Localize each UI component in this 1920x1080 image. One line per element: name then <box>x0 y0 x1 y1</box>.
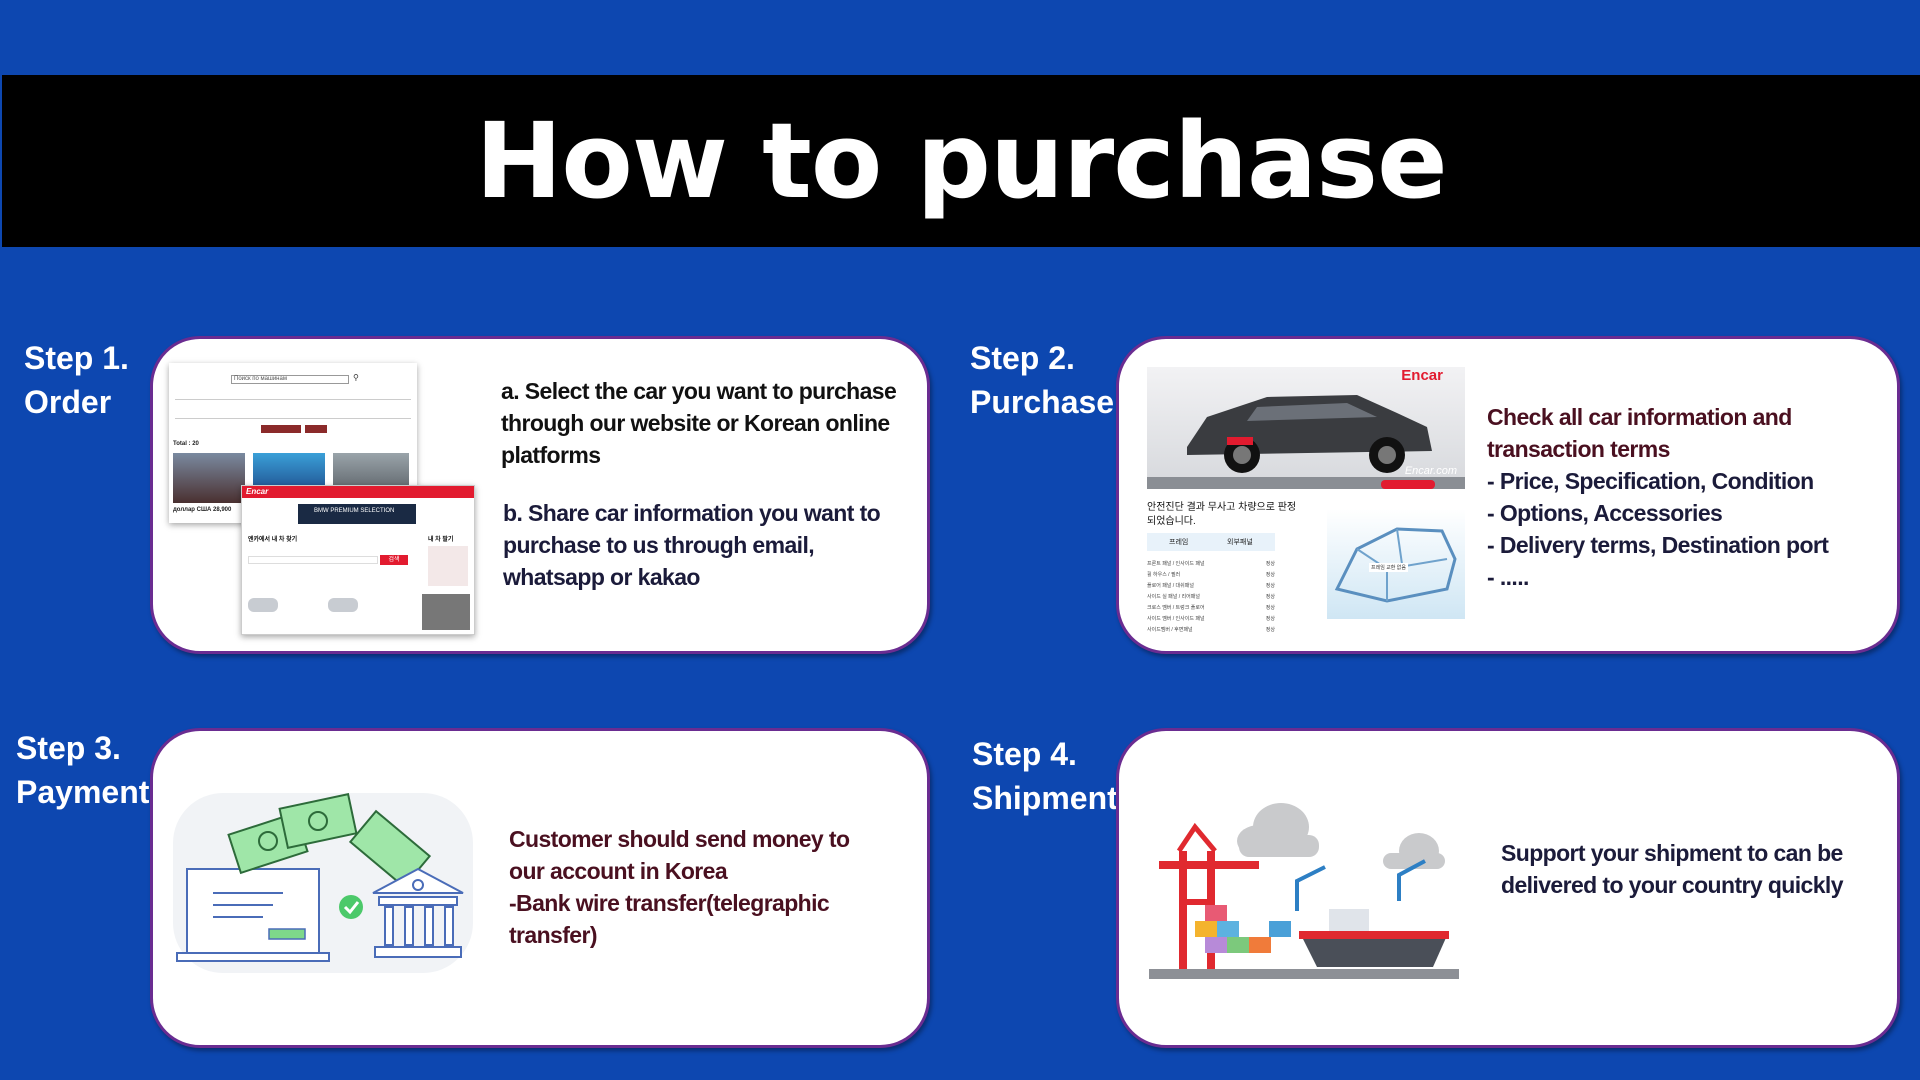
encar-brand: Encar <box>1401 367 1443 384</box>
tab-frame[interactable]: 프레임 <box>1169 539 1189 546</box>
shipment-illustration <box>1149 791 1459 991</box>
step4-card: Support your shipment to can be delivere… <box>1116 728 1900 1048</box>
price-caption: доллар США 28,900 <box>173 507 232 513</box>
encar-watermark: Encar.com <box>1404 465 1457 477</box>
step3-number: Step 3. <box>16 730 121 766</box>
car-icon <box>1147 395 1465 489</box>
cloud-icon <box>1237 803 1319 857</box>
step1-text: a. Select the car you want to purchase t… <box>501 375 901 471</box>
payment-illustration <box>173 792 473 973</box>
step1-number: Step 1. <box>24 340 129 376</box>
sell-title: 내 차 팔기 <box>428 537 454 543</box>
bmw-banner-text: BMW PREMIUM SELECTION <box>314 508 395 514</box>
small-crane-icon <box>1295 859 1426 911</box>
finder-input <box>248 556 378 564</box>
car-thumb-1 <box>173 453 245 503</box>
step4-number: Step 4. <box>972 736 1077 772</box>
step3-detail: -Bank wire transfer(telegraphic transfer… <box>509 890 830 948</box>
step3-label: Step 3. Payment <box>16 726 149 814</box>
finder-search-button: 검색 <box>380 555 408 565</box>
bullet-item: - Delivery terms, Destination port <box>1487 532 1829 558</box>
encar-screenshot: Encar BMW PREMIUM SELECTION 엔카에서 내 차 찾기 … <box>241 485 475 635</box>
step3-name: Payment <box>16 774 150 810</box>
sell-promo <box>428 546 468 586</box>
step3-card: Customer should send money to our accoun… <box>150 728 930 1048</box>
car-icon <box>328 598 358 612</box>
step1-name: Order <box>24 384 112 420</box>
cloud-icon <box>1383 833 1445 869</box>
encar-logo: Encar <box>246 487 269 496</box>
car-icon <box>248 598 278 612</box>
bank-icon <box>372 867 464 958</box>
car-photo: Encar Encar.com <box>1147 367 1465 489</box>
ship-hull <box>1299 909 1449 967</box>
ad-image <box>422 594 470 630</box>
check-icon <box>339 895 363 919</box>
step1-paragraph-a: a. Select the car you want to purchase t… <box>501 378 897 468</box>
bmw-banner <box>298 504 416 524</box>
step1-card: Поиск по машинам ⚲ Total : 20 доллар США… <box>150 336 930 654</box>
step2-card: Encar Encar.com 안전진단 결과 무사고 차량으로 판정되었습니다… <box>1116 336 1900 654</box>
step2-bullets: - Price, Specification, Condition - Opti… <box>1487 465 1897 593</box>
filter-rows <box>175 399 411 419</box>
ship-icon <box>1149 803 1459 979</box>
search-icon: ⚲ <box>353 373 359 382</box>
total-count: Total : 20 <box>173 441 199 447</box>
step1-text-b: b. Share car information you want to pur… <box>503 497 903 593</box>
frame-tag: 프레임 교환 없음 <box>1369 563 1408 572</box>
tab-outer-panel[interactable]: 외부패널 <box>1227 539 1253 546</box>
step2-label: Step 2. Purchase <box>970 336 1114 424</box>
page-title: How to purchase <box>475 100 1447 222</box>
finder-title: 엔카에서 내 차 찾기 <box>248 537 298 543</box>
bullet-item: - ..... <box>1487 564 1529 590</box>
car-frame-image: 프레임 교환 없음 <box>1327 509 1465 619</box>
inspection-result: 안전진단 결과 무사고 차량으로 판정되었습니다. <box>1147 502 1297 527</box>
inspection-screenshot: 안전진단 결과 무사고 차량으로 판정되었습니다. 프레임 외부패널 프론트 패… <box>1147 499 1465 633</box>
step1-paragraph-b: b. Share car information you want to pur… <box>503 500 881 590</box>
encar-header <box>242 486 474 498</box>
title-bar: How to purchase <box>2 75 1920 247</box>
containers <box>1195 905 1291 953</box>
inspection-tabs <box>1147 533 1275 551</box>
step4-name: Shipment <box>972 780 1118 816</box>
filter-button <box>261 425 301 433</box>
reset-button <box>305 425 327 433</box>
step1-label: Step 1. Order <box>24 336 129 424</box>
bullet-item: - Price, Specification, Condition <box>1487 468 1814 494</box>
step4-label: Step 4. Shipment <box>972 732 1118 820</box>
step2-number: Step 2. <box>970 340 1075 376</box>
laptop-icon <box>176 868 330 962</box>
bullet-item: - Options, Accessories <box>1487 500 1723 526</box>
money-icon <box>227 792 432 889</box>
step2-name: Purchase <box>970 384 1115 420</box>
detail-button[interactable] <box>1381 480 1435 489</box>
step2-heading: Check all car information and transactio… <box>1487 404 1792 462</box>
payment-icon <box>176 792 464 962</box>
step3-heading: Customer should send money to our accoun… <box>509 826 850 884</box>
search-box: Поиск по машинам <box>231 375 349 384</box>
step4-text: Support your shipment to can be delivere… <box>1501 840 1844 898</box>
